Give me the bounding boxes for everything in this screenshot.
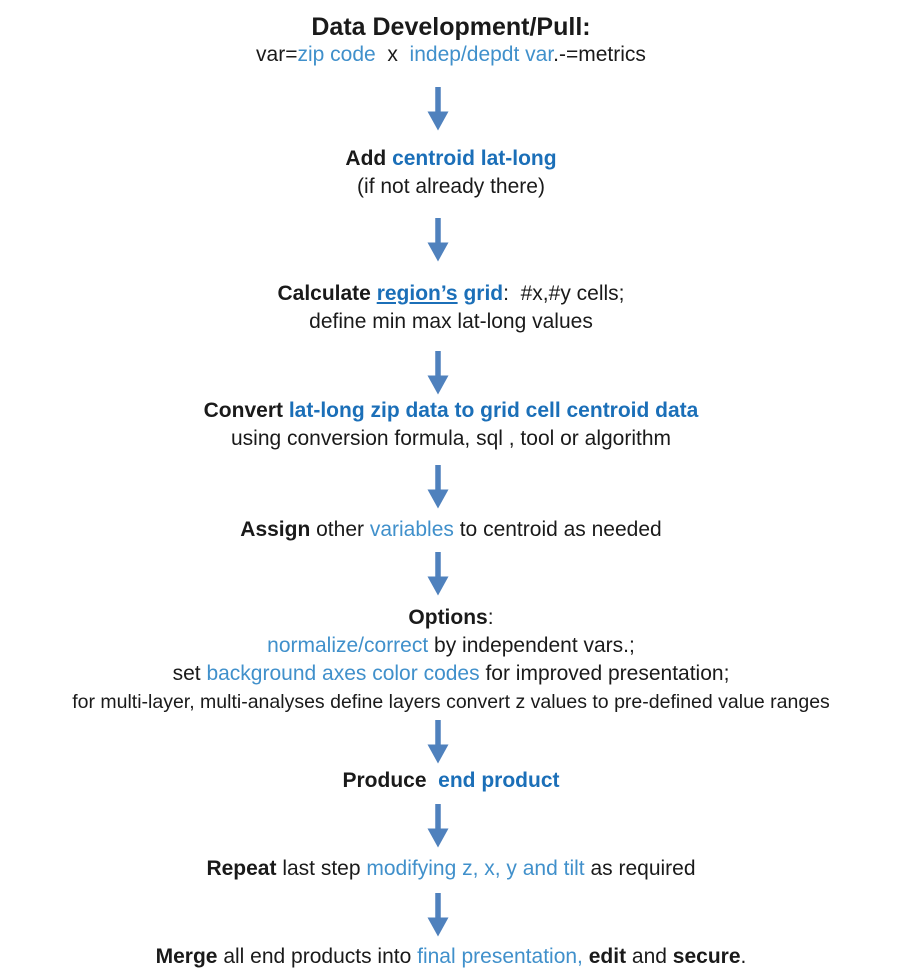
step-line: for multi-layer, multi-analyses define l… (72, 688, 830, 716)
text-segment: Repeat (206, 857, 277, 880)
text-segment: Convert (203, 399, 289, 422)
text-segment: normalize/correct (267, 634, 429, 657)
step-line: Merge all end products into final presen… (156, 943, 747, 971)
text-segment: to centroid as needed (453, 518, 662, 541)
text-segment: and (626, 945, 673, 968)
text-segment: Add (345, 147, 393, 170)
step-line: Data Development/Pull: (256, 13, 646, 41)
text-segment: region’s (376, 282, 458, 305)
text-segment: grid (463, 282, 504, 305)
text-segment: final presentation, (417, 945, 583, 968)
flow-step-calculate-regions-grid: Calculate region’s grid: #x,#y cells;def… (277, 280, 624, 336)
text-segment: background axes color codes (206, 662, 480, 685)
step-line: using conversion formula, sql , tool or … (204, 425, 699, 453)
text-segment: . (740, 945, 747, 968)
step-line: Options: (72, 604, 830, 632)
text-segment: for multi-layer, multi-analyses define l… (72, 691, 830, 713)
text-segment: edit (588, 945, 627, 968)
text-segment: secure (672, 945, 741, 968)
text-segment: x (375, 43, 410, 66)
step-line: Calculate region’s grid: #x,#y cells; (277, 280, 624, 308)
step-line: Produce end product (342, 767, 559, 795)
step-line: Repeat last step modifying z, x, y and t… (206, 855, 695, 883)
down-arrow-icon (425, 802, 451, 849)
flow-step-data-development-pull: Data Development/Pull:var=zip code x ind… (256, 13, 646, 69)
step-line: (if not already there) (345, 173, 556, 201)
text-segment: for improved presentation; (479, 662, 730, 685)
text-segment: all end products into (217, 945, 418, 968)
down-arrow-icon (425, 463, 451, 510)
down-arrow-icon (425, 550, 451, 597)
text-segment: Merge (155, 945, 218, 968)
text-segment: as required (584, 857, 696, 880)
down-arrow-icon (425, 349, 451, 396)
text-segment: end product (432, 769, 560, 792)
text-segment: by independent vars.; (428, 634, 635, 657)
flow-step-convert-lat-long-zip-data: Convert lat-long zip data to grid cell c… (204, 397, 699, 453)
text-segment: var= (256, 43, 298, 66)
down-arrow-icon (425, 216, 451, 263)
text-segment: variables (369, 518, 454, 541)
text-segment: centroid lat-long (392, 147, 557, 170)
flow-step-assign-variables-to-centroid: Assign other variables to centroid as ne… (240, 516, 661, 544)
text-segment: lat-long zip data to grid cell centroid … (288, 399, 699, 422)
text-segment: Assign (240, 518, 311, 541)
text-segment: other (310, 518, 370, 541)
text-segment: indep/depdt var (409, 43, 554, 66)
text-segment: Options (408, 606, 488, 629)
text-segment: set (172, 662, 207, 685)
text-segment: modifying z, x, y and tilt (366, 857, 585, 880)
text-segment: Produce (342, 769, 433, 792)
step-line: Convert lat-long zip data to grid cell c… (204, 397, 699, 425)
step-line: set background axes color codes for impr… (72, 660, 830, 688)
down-arrow-icon (425, 891, 451, 938)
flow-step-repeat-modifying: Repeat last step modifying z, x, y and t… (206, 855, 695, 883)
text-segment: .-=metrics (553, 43, 646, 66)
flow-step-produce-end-product: Produce end product (342, 767, 559, 795)
text-segment: define min max lat-long values (309, 310, 593, 333)
text-segment: Data Development/Pull: (311, 13, 591, 41)
down-arrow-icon (425, 718, 451, 765)
step-line: define min max lat-long values (277, 308, 624, 336)
step-line: normalize/correct by independent vars.; (72, 632, 830, 660)
text-segment: (if not already there) (357, 175, 545, 198)
text-segment: : (487, 606, 494, 629)
flow-step-options: Options:normalize/correct by independent… (72, 604, 830, 716)
text-segment: last step (276, 857, 367, 880)
text-segment: Calculate (277, 282, 377, 305)
text-segment: using conversion formula, sql , tool or … (230, 427, 672, 450)
step-line: Add centroid lat-long (345, 145, 556, 173)
down-arrow-icon (425, 85, 451, 132)
step-line: Assign other variables to centroid as ne… (240, 516, 661, 544)
flow-step-merge-end-products: Merge all end products into final presen… (156, 943, 747, 971)
text-segment: : #x,#y cells; (503, 282, 625, 305)
text-segment: zip code (297, 43, 376, 66)
flow-step-add-centroid-lat-long: Add centroid lat-long(if not already the… (345, 145, 556, 201)
step-line: var=zip code x indep/depdt var.-=metrics (256, 41, 646, 69)
